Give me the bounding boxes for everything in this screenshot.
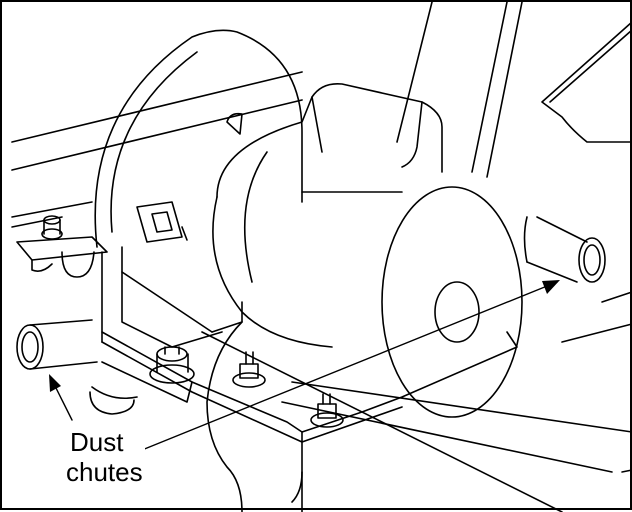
motor-base: [101, 246, 243, 348]
dust-chute-right: [523, 216, 606, 283]
callout-leaders: [51, 281, 558, 451]
wheel-guard: [94, 29, 303, 248]
arrowhead-right: [542, 280, 560, 294]
bolt-left-front: [149, 346, 195, 384]
motor-body: [212, 82, 523, 418]
bench-lines: [11, 2, 632, 512]
dust-chute-left: [16, 319, 98, 370]
guard-wedge: [541, 21, 632, 143]
spark-arrestor: [136, 201, 188, 243]
bolt-right: [310, 393, 344, 428]
dust-chutes-label: Dust chutes: [64, 427, 145, 487]
callout-line-2: chutes: [66, 457, 143, 487]
base-plate: [89, 331, 518, 443]
tool-rest-left: [16, 236, 108, 278]
callout-line-1: Dust: [70, 427, 124, 457]
arrowhead-left: [49, 374, 61, 392]
bolt-center: [232, 351, 266, 388]
power-cord: [206, 321, 243, 512]
arrowheads: [49, 280, 560, 392]
